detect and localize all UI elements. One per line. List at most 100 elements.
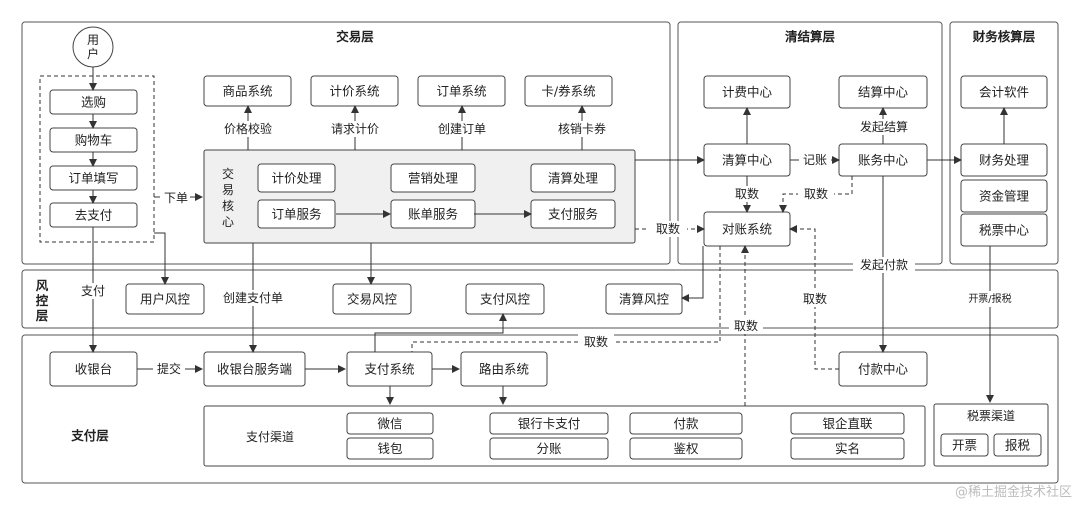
core-module-0-frame bbox=[257, 163, 336, 193]
label-bg bbox=[798, 291, 832, 307]
routing-system-frame bbox=[460, 351, 548, 387]
trade-action-label-2: 创建订单 bbox=[438, 122, 486, 136]
risk-item-0: 用户风控 bbox=[125, 283, 205, 315]
label-bg bbox=[853, 119, 915, 135]
channel-5: 鉴权 bbox=[629, 437, 743, 460]
label-bg bbox=[218, 290, 288, 306]
core-module-2: 清算处理 bbox=[530, 163, 616, 193]
edge-label-fetch-account: 取数 bbox=[804, 186, 828, 201]
watermark: @稀土掘金技术社区 bbox=[955, 484, 1072, 500]
channel-7-frame bbox=[790, 437, 905, 460]
channel-3: 分账 bbox=[489, 437, 609, 460]
core-module-4-label: 账单服务 bbox=[408, 207, 458, 222]
trade-layer-title: 交易层 bbox=[336, 29, 374, 44]
risk-layer-title-1: 风 bbox=[36, 278, 49, 293]
edge-label-fetch-core: 取数 bbox=[656, 221, 680, 236]
channel-7-label: 实名 bbox=[835, 441, 860, 456]
settle-center-label: 结算中心 bbox=[858, 85, 909, 100]
core-module-0-label: 计价处理 bbox=[271, 171, 322, 186]
user-flow-group bbox=[39, 75, 155, 243]
payout-center-label: 付款中心 bbox=[858, 362, 909, 377]
core-module-1-frame bbox=[390, 163, 476, 193]
edge-label-fetch-payout: 取数 bbox=[803, 291, 827, 306]
risk-item-3-label: 清算风控 bbox=[619, 292, 670, 307]
label-bg bbox=[853, 257, 915, 273]
channel-6-frame bbox=[790, 412, 905, 435]
risk-item-1-label: 交易风控 bbox=[347, 292, 398, 307]
core-module-5: 支付服务 bbox=[530, 199, 616, 229]
channel-5-label: 鉴权 bbox=[673, 441, 699, 456]
channel-7: 实名 bbox=[790, 437, 905, 460]
channel-4: 付款 bbox=[629, 412, 743, 435]
risk-item-1: 交易风控 bbox=[332, 283, 412, 315]
edge-label-fetch-pay: 取数 bbox=[584, 334, 608, 349]
core-module-3-frame bbox=[257, 199, 336, 229]
trade-action-label-0: 价格校验 bbox=[224, 121, 272, 136]
risk-layer-title-3: 层 bbox=[36, 308, 49, 323]
cashier-service-label: 收银台服务端 bbox=[217, 362, 292, 377]
label-bg bbox=[160, 189, 190, 205]
user-step-2-label: 订单填写 bbox=[68, 171, 118, 186]
core-module-1: 营销处理 bbox=[390, 163, 476, 193]
edge-to-user-risk bbox=[154, 232, 169, 285]
label-bg bbox=[153, 361, 185, 377]
recon-system: 对账系统 bbox=[703, 211, 791, 247]
channel-1-frame bbox=[346, 437, 434, 460]
finance-item-1: 财务处理 bbox=[960, 143, 1048, 177]
core-module-2-label: 清算处理 bbox=[548, 171, 599, 186]
user-step-2: 订单填写 bbox=[49, 165, 138, 191]
trade-core-title-2: 易 bbox=[222, 183, 234, 197]
trade-core-title-1: 交 bbox=[222, 166, 234, 181]
user-step-3: 去支付 bbox=[49, 202, 138, 228]
channel-3-frame bbox=[489, 437, 609, 460]
risk-item-3: 清算风控 bbox=[605, 283, 683, 315]
pay-channels-title: 支付渠道 bbox=[246, 430, 294, 444]
channel-1: 钱包 bbox=[346, 437, 434, 460]
label-bg bbox=[960, 291, 1020, 307]
edge-recon-to-pay-system bbox=[411, 246, 721, 352]
user-label-1: 用 bbox=[87, 33, 99, 47]
edge-to-clearing-risk bbox=[681, 246, 704, 302]
label-bg bbox=[322, 121, 388, 137]
edge-label-fetch-channel: 取数 bbox=[734, 318, 758, 333]
channel-2: 银行卡支付 bbox=[489, 412, 609, 435]
trade-layer-region bbox=[21, 21, 671, 265]
trade-core-title-3: 核 bbox=[222, 199, 234, 213]
finance-item-0: 会计软件 bbox=[960, 75, 1048, 109]
cashier: 收银台 bbox=[49, 351, 138, 387]
channel-4-frame bbox=[629, 412, 743, 435]
label-bg bbox=[798, 186, 834, 202]
core-module-4: 账单服务 bbox=[390, 199, 476, 229]
clearing-layer-title: 清结算层 bbox=[785, 29, 836, 44]
channel-6: 银企直联 bbox=[790, 412, 905, 435]
trade-system-3-frame bbox=[524, 75, 613, 107]
tax-item-1-frame bbox=[993, 433, 1042, 457]
tax-item-1: 报税 bbox=[993, 433, 1042, 457]
trade-system-2-label: 订单系统 bbox=[436, 84, 486, 99]
edge-label-create-pay-order: 创建支付单 bbox=[223, 291, 283, 305]
finance-layer-region bbox=[949, 21, 1059, 265]
settle-center: 结算中心 bbox=[838, 75, 928, 109]
user-label-2: 户 bbox=[87, 46, 99, 61]
account-center: 账务中心 bbox=[838, 143, 928, 177]
finance-item-2-label: 资金管理 bbox=[979, 189, 1030, 204]
label-bg bbox=[78, 283, 108, 299]
trade-system-2: 订单系统 bbox=[417, 75, 506, 107]
channel-4-label: 付款 bbox=[673, 416, 699, 431]
trade-system-3-label: 卡/券系统 bbox=[541, 84, 595, 99]
label-bg bbox=[729, 318, 763, 334]
edge-label-invoice: 开票/报税 bbox=[968, 292, 1011, 305]
user-step-1-label: 购物车 bbox=[75, 133, 113, 148]
tax-channel-title: 税票渠道 bbox=[967, 409, 1015, 423]
pay-system: 支付系统 bbox=[346, 351, 433, 387]
core-module-1-label: 营销处理 bbox=[408, 171, 459, 186]
recon-system-label: 对账系统 bbox=[722, 222, 772, 237]
fee-center-label: 计费中心 bbox=[722, 85, 773, 100]
payment-layer-region bbox=[21, 334, 1059, 484]
edge-label-submit: 提交 bbox=[157, 361, 181, 376]
finance-item-3: 税票中心 bbox=[960, 213, 1048, 247]
risk-item-2-label: 支付风控 bbox=[480, 292, 531, 307]
finance-item-0-label: 会计软件 bbox=[979, 85, 1029, 100]
channel-6-label: 银企直联 bbox=[822, 416, 873, 431]
